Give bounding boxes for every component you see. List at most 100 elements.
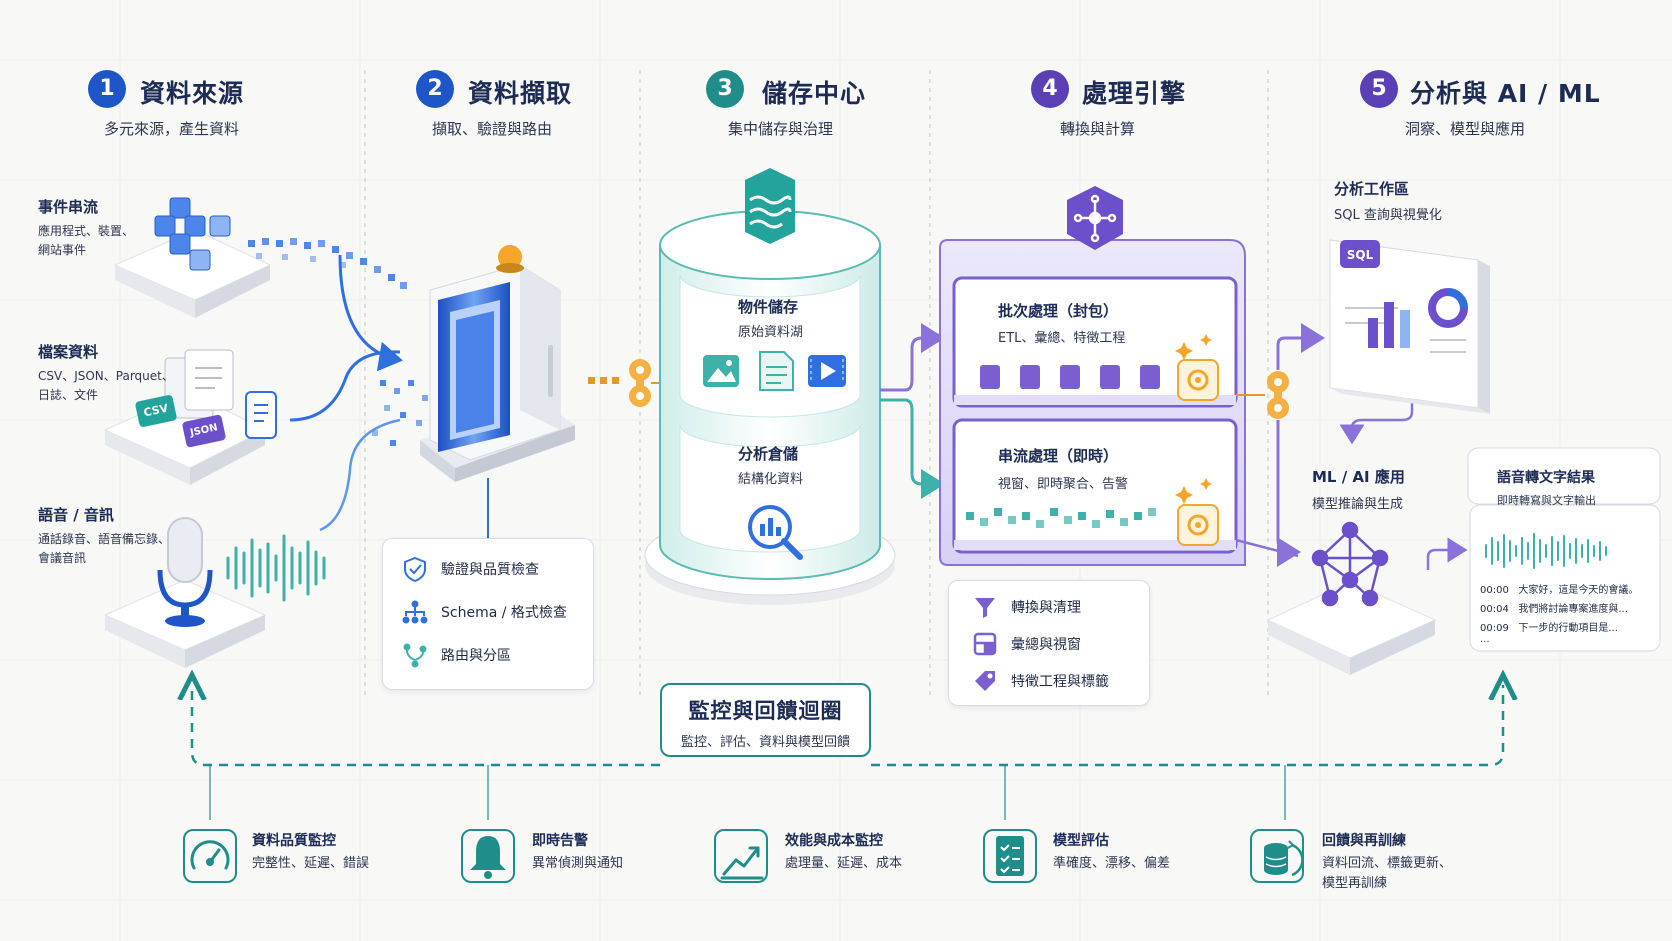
microphone-icon: [157, 517, 213, 627]
stage-4-title: 處理引擎: [1082, 79, 1187, 108]
stream-to-ml-line: [1235, 538, 1299, 558]
storage-to-stream-arrow: [880, 398, 945, 499]
stage-4-number: 4: [1031, 70, 1069, 108]
to-workspace-arrow: [1276, 323, 1325, 370]
video-file-icon: [808, 355, 846, 387]
processing-ops-card: 轉換與清理 彙總與視窗 特徵工程與標籤: [948, 580, 1150, 706]
microphone-platform: [103, 517, 267, 668]
file-data-desc: CSV、JSON、Parquet、 日誌、文件: [38, 369, 174, 402]
hierarchy-icon: [402, 600, 428, 624]
workspace-subtitle: SQL 查詢與視覺化: [1334, 208, 1442, 223]
monitoring-subtitle: 監控、評估、資料與模型回饋: [680, 735, 850, 750]
event-stream-platform: [113, 197, 272, 318]
speech-waveform: [1485, 533, 1607, 569]
stage-3-number: 3: [706, 70, 744, 108]
stage-2-title: 資料擷取: [468, 79, 573, 108]
bell-icon-frame: [461, 829, 515, 883]
stage-2-subtitle: 擷取、驗證與路由: [432, 120, 553, 138]
monitoring-box: 監控與回饋迴圈 監控、評估、資料與模型回饋: [660, 683, 871, 757]
stage-4-subtitle: 轉換與計算: [1060, 120, 1136, 138]
file-data-title: 檔案資料: [38, 343, 99, 361]
audio-title: 語音 / 音訊: [38, 506, 114, 524]
magnifier-chart-icon: [748, 505, 803, 560]
ml-subtitle: 模型推論與生成: [1312, 497, 1404, 512]
ml-to-speech-arrow: [1426, 537, 1468, 570]
to-ml-arrow: [1276, 420, 1301, 567]
processing-analytics-link: [1236, 371, 1289, 419]
gauge-icon-frame: [183, 829, 237, 883]
stage-1-number: 1: [88, 70, 126, 108]
op-row-feature: 特徵工程與標籤: [971, 667, 1109, 695]
document-file-icon: [759, 351, 794, 391]
window-icon: [973, 632, 997, 656]
gateway-storage-link: [588, 359, 672, 407]
transcript-ellipsis: ...: [1480, 634, 1490, 645]
stream-gear-icon: [1175, 478, 1219, 546]
batch-gear-icon: [1175, 334, 1219, 401]
audio-flow-line: [319, 418, 401, 532]
audio-desc: 通話錄音、語音備忘錄、 會議音訊: [38, 532, 171, 565]
ml-title: ML / AI 應用: [1312, 468, 1405, 486]
check-row-validation: 驗證與品質檢查: [401, 555, 539, 583]
gauge-icon: [190, 840, 230, 870]
speech-title: 語音轉文字結果: [1497, 470, 1595, 486]
object-storage-title: 物件儲存: [738, 298, 799, 316]
sql-badge: SQL: [1346, 248, 1374, 262]
stream-subtitle: 視窗、即時聚合、告警: [998, 477, 1129, 492]
stage-1-title: 資料來源: [140, 79, 245, 108]
stage-3-title: 儲存中心: [762, 79, 867, 108]
monitoring-title: 監控與回饋迴圈: [688, 699, 843, 723]
trend-icon: [720, 846, 764, 880]
bell-icon: [470, 836, 506, 879]
checklist-icon-frame: [983, 829, 1037, 883]
object-storage-subtitle: 原始資料湖: [738, 325, 804, 340]
sql-badge-bg: [1340, 240, 1380, 268]
batch-title: 批次處理（封包）: [998, 302, 1119, 320]
op-row-transform: 轉換與清理: [971, 593, 1081, 621]
image-file-icon: [703, 355, 739, 387]
transcript-line-1: 00:00 大家好，這是今天的會議。: [1480, 585, 1639, 596]
event-flow-line: [338, 254, 403, 372]
batch-packets: [980, 365, 1160, 389]
audio-waveform: [226, 534, 326, 602]
feedback-loop-right: [871, 685, 1503, 767]
tag-icon: [975, 671, 995, 691]
event-dot-flow: [248, 238, 407, 289]
event-stream-title: 事件串流: [38, 198, 99, 216]
shield-check-icon: [404, 556, 426, 583]
feedback-loop-left: [192, 685, 660, 767]
files-flow-line: [289, 350, 401, 422]
neural-network-icon: [1311, 521, 1389, 607]
stage-5-title: 分析與 AI / ML: [1410, 79, 1601, 108]
database-refresh-icon: [1264, 840, 1304, 877]
trend-icon-frame: [714, 829, 768, 883]
warehouse-subtitle: 結構化資料: [738, 472, 804, 487]
funnel-icon: [975, 598, 995, 618]
analytics-workspace-board: [1329, 239, 1490, 414]
op-row-aggregate: 彙總與視窗: [971, 630, 1081, 658]
batch-subtitle: ETL、彙總、特徵工程: [998, 331, 1126, 346]
transcript-line-2: 00:04 我們將討論專案進度與...: [1480, 604, 1628, 615]
stage-5-subtitle: 洞察、模型與應用: [1405, 120, 1526, 138]
ingestion-checks-card: 驗證與品質檢查 Schema / 格式檢查 路由與分區: [382, 538, 594, 690]
cubes-icon: [154, 197, 231, 271]
storage-cylinder: [644, 168, 896, 605]
speech-result-card: [1467, 447, 1661, 652]
check-row-schema: Schema / 格式檢查: [401, 598, 567, 626]
workspace-to-ml-arrow: [1339, 392, 1414, 445]
branch-icon: [403, 643, 427, 668]
check-row-routing: 路由與分區: [401, 641, 511, 669]
monitor-connectors: [209, 765, 1286, 820]
ingestion-gateway: [420, 245, 575, 482]
warehouse-title: 分析倉儲: [738, 445, 799, 463]
ml-platform: [1266, 521, 1437, 675]
database-refresh-icon-frame: [1250, 829, 1304, 883]
workspace-title: 分析工作區: [1334, 180, 1410, 198]
storage-to-batch-arrow: [880, 323, 945, 392]
files-icon: [164, 349, 277, 439]
transcript-line-3: 00:09 下一步的行動項目是...: [1480, 623, 1618, 634]
stage-5-number: 5: [1360, 70, 1398, 108]
stream-particles: [966, 508, 1156, 528]
event-stream-desc: 應用程式、裝置、 網站事件: [38, 224, 135, 257]
